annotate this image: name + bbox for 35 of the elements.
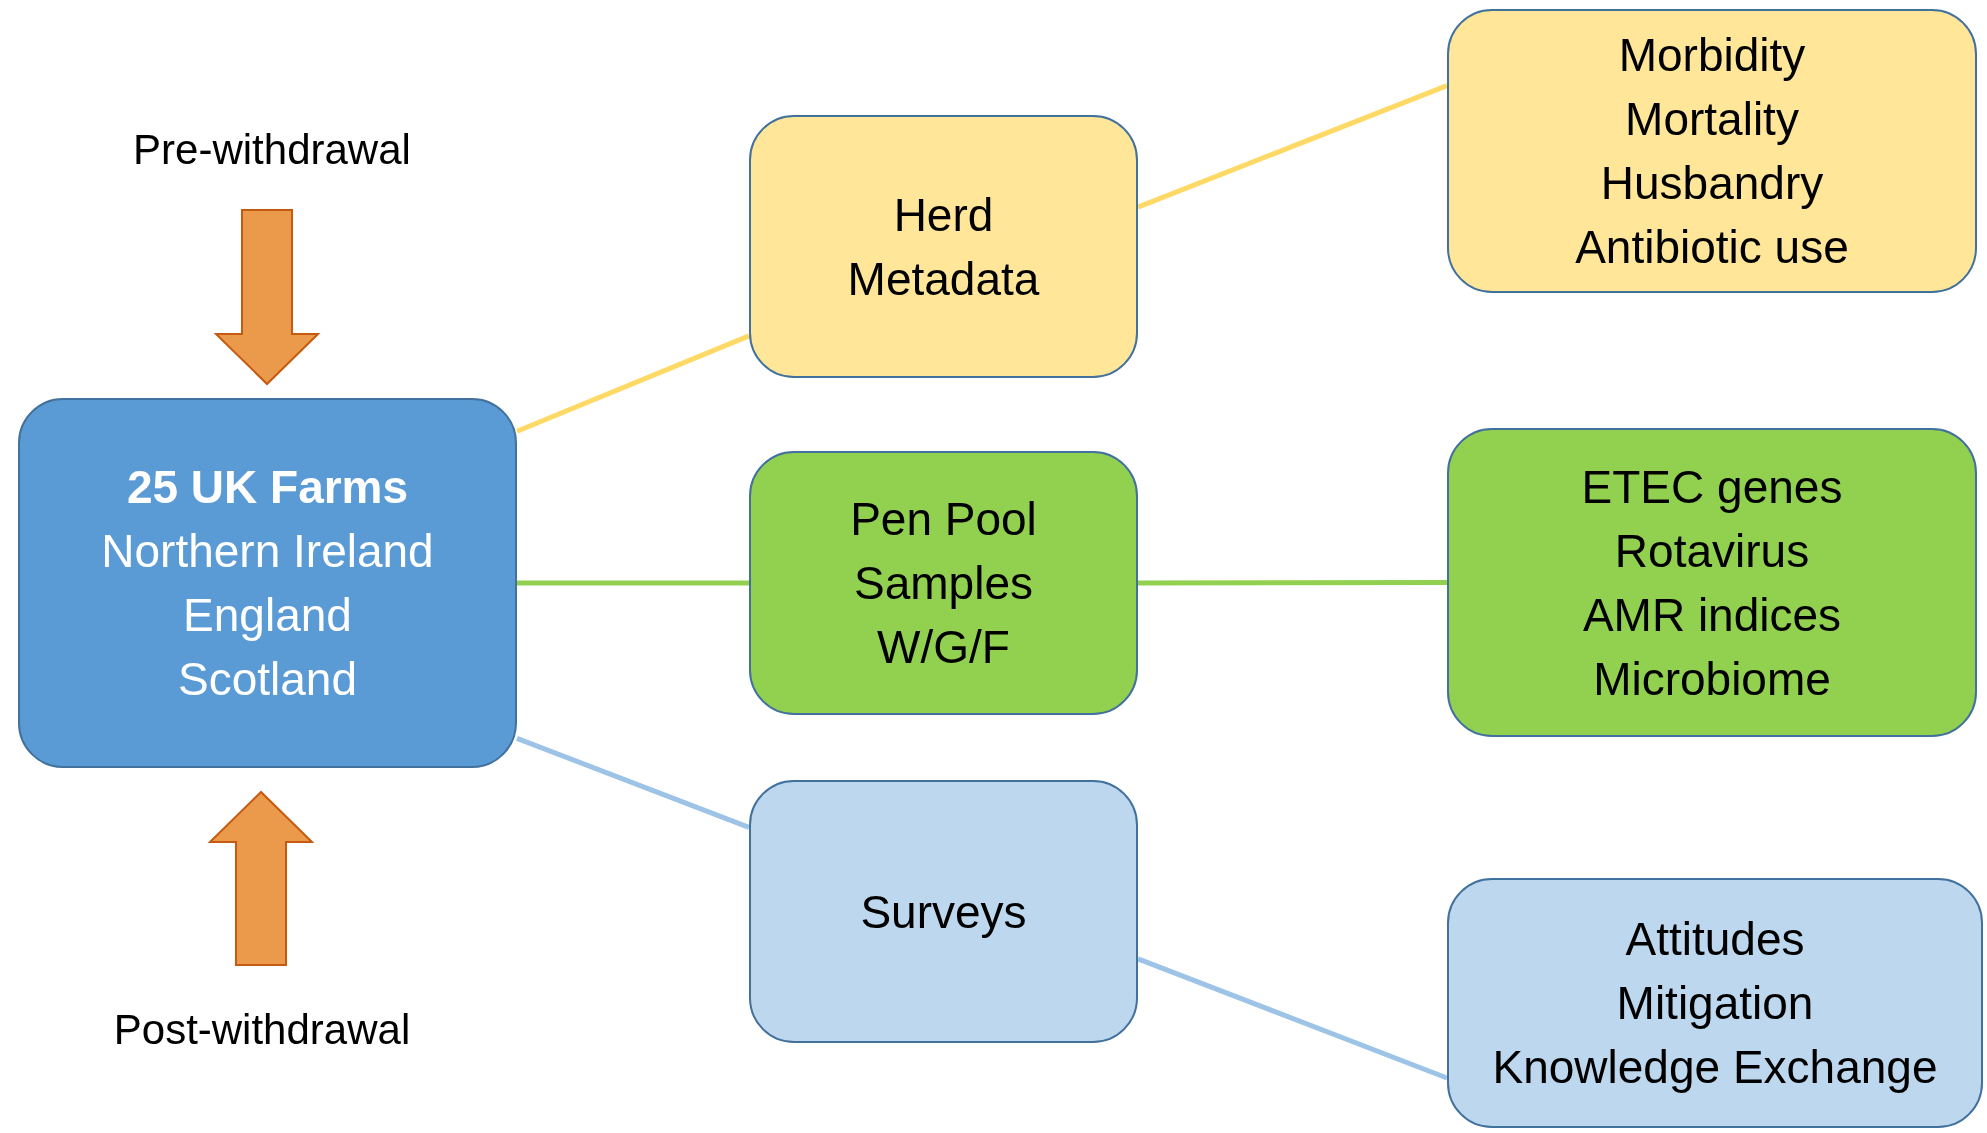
box-text: Antibiotic use: [1575, 220, 1849, 275]
connector-line: [1137, 83, 1448, 210]
box-text: England: [183, 588, 352, 643]
box-text: Attitudes: [1625, 912, 1805, 967]
connector-line: [1137, 956, 1448, 1081]
box-text: Mitigation: [1616, 976, 1814, 1031]
box-text: Pen Pool Samples W/G/F: [849, 492, 1038, 675]
box-text: Rotavirus: [1614, 523, 1810, 579]
box-text: Husbandry: [1600, 156, 1824, 211]
connector-line: [517, 580, 749, 586]
box-text: Morbidity: [1618, 28, 1806, 83]
connector-line: [516, 736, 750, 830]
box-text: Herd Metadata: [846, 187, 1041, 307]
phase-label: Pre-withdrawal: [133, 125, 411, 175]
connector-line: [1138, 580, 1447, 586]
category-box: [749, 451, 1138, 715]
box-text: Knowledge Exchange: [1492, 1040, 1938, 1095]
category-box: [749, 780, 1138, 1043]
box-text: Microbiome: [1593, 651, 1831, 707]
block-arrow: [213, 209, 321, 386]
phase-label: Post-withdrawal: [113, 1005, 411, 1055]
outcome-box: [1447, 878, 1983, 1128]
farms-box: [18, 398, 517, 768]
box-text: ETEC genes: [1581, 459, 1843, 515]
block-arrow: [207, 790, 315, 966]
category-box: [749, 115, 1138, 378]
box-text: Northern Ireland: [101, 524, 434, 579]
box-heading: 25 UK Farms: [126, 460, 409, 515]
outcome-box: [1447, 9, 1977, 293]
box-text: AMR indices: [1582, 587, 1842, 643]
box-text: Mortality: [1625, 92, 1799, 147]
box-text: Scotland: [178, 652, 357, 707]
outcome-box: [1447, 428, 1977, 737]
box-text: Surveys: [859, 884, 1028, 940]
connector-line: [516, 333, 750, 434]
